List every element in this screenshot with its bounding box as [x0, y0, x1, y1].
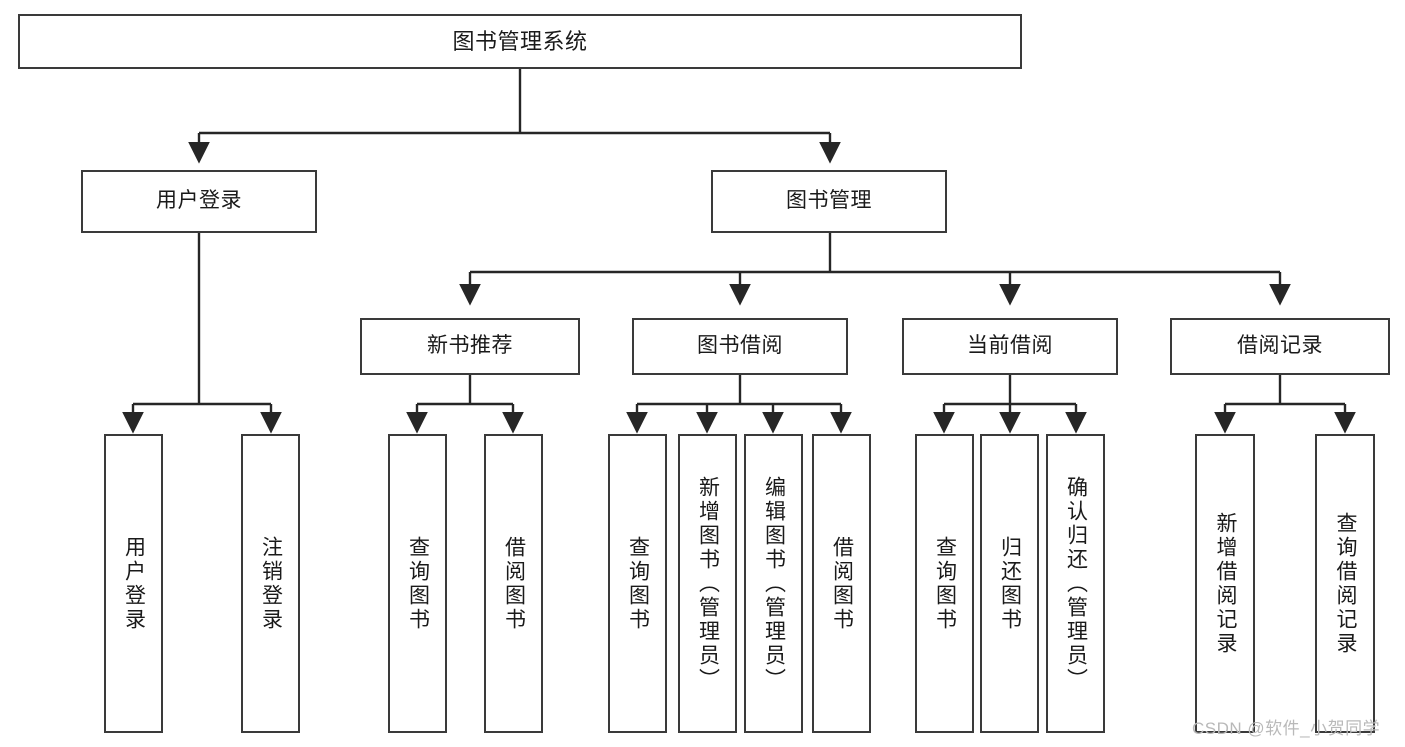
node-label: 归还图书 [998, 535, 1022, 632]
node-label: 新增图书（管理员） [696, 475, 720, 692]
leaf-query-book-recommend[interactable]: 查询图书 [388, 434, 447, 733]
leaf-query-book-current[interactable]: 查询图书 [915, 434, 974, 733]
leaf-borrow-book-recommend[interactable]: 借阅图书 [484, 434, 543, 733]
node-label: 新增借阅记录 [1214, 511, 1238, 656]
node-current-borrow[interactable]: 当前借阅 [902, 318, 1118, 375]
node-label: 用户登录 [156, 189, 242, 213]
leaf-query-borrow-record[interactable]: 查询借阅记录 [1315, 434, 1375, 733]
node-label: 查询借阅记录 [1334, 511, 1358, 656]
node-user-login-module[interactable]: 用户登录 [81, 170, 317, 233]
node-label: 确认归还（管理员） [1064, 475, 1088, 692]
node-label: 借阅图书 [502, 535, 526, 632]
node-label: 编辑图书（管理员） [762, 475, 786, 692]
node-book-management-module[interactable]: 图书管理 [711, 170, 947, 233]
node-label: 借阅记录 [1237, 334, 1323, 358]
node-book-borrow[interactable]: 图书借阅 [632, 318, 848, 375]
leaf-add-book-admin[interactable]: 新增图书（管理员） [678, 434, 737, 733]
leaf-query-book-borrow[interactable]: 查询图书 [608, 434, 667, 733]
node-label: 当前借阅 [967, 334, 1053, 358]
node-label: 借阅图书 [830, 535, 854, 632]
node-root-system[interactable]: 图书管理系统 [18, 14, 1022, 69]
watermark-text: CSDN @软件_小贺同学 [1192, 719, 1381, 738]
node-borrow-record[interactable]: 借阅记录 [1170, 318, 1390, 375]
leaf-add-borrow-record[interactable]: 新增借阅记录 [1195, 434, 1255, 733]
node-label: 查询图书 [626, 535, 650, 632]
node-new-book-recommend[interactable]: 新书推荐 [360, 318, 580, 375]
node-label: 新书推荐 [427, 334, 513, 358]
leaf-borrow-book[interactable]: 借阅图书 [812, 434, 871, 733]
node-label: 图书借阅 [697, 334, 783, 358]
leaf-confirm-return-admin[interactable]: 确认归还（管理员） [1046, 434, 1105, 733]
node-label: 图书管理系统 [452, 28, 588, 54]
leaf-user-logout[interactable]: 注销登录 [241, 434, 300, 733]
node-label: 查询图书 [406, 535, 430, 632]
node-label: 用户登录 [122, 535, 146, 632]
leaf-user-login[interactable]: 用户登录 [104, 434, 163, 733]
node-label: 注销登录 [259, 535, 283, 632]
node-label: 图书管理 [786, 189, 872, 213]
node-label: 查询图书 [933, 535, 957, 632]
leaf-return-book[interactable]: 归还图书 [980, 434, 1039, 733]
leaf-edit-book-admin[interactable]: 编辑图书（管理员） [744, 434, 803, 733]
